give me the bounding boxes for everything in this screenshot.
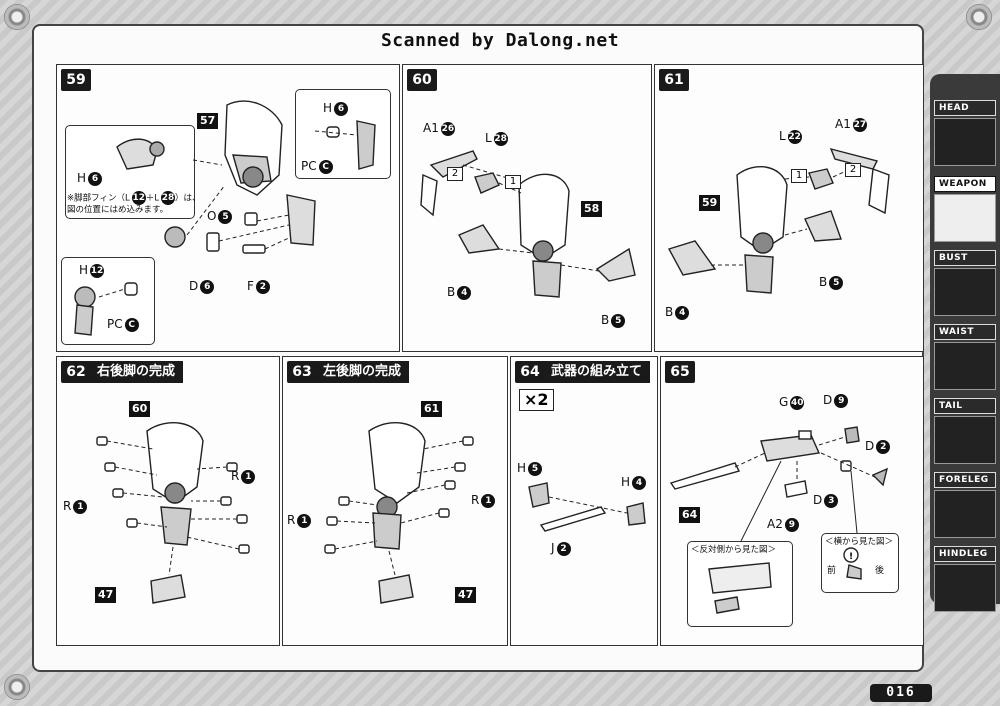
- tab-label: HEAD: [934, 100, 996, 116]
- bust-thumbnail-icon: [934, 268, 996, 316]
- part-ref-47: 47: [95, 587, 117, 603]
- part-ref-64: 64: [679, 507, 701, 523]
- sidebar-tab-tail[interactable]: TAIL: [934, 398, 996, 464]
- quantity-multiplier: ×2: [519, 389, 554, 411]
- step-60-parts-drawing: [420, 150, 636, 298]
- part-ref-58: 58: [581, 201, 603, 217]
- corner-rivet-icon: [966, 4, 992, 30]
- order-box-1: 1: [791, 169, 807, 183]
- tab-label: WAIST: [934, 324, 996, 340]
- side-view-caption: ＜横から見た図＞: [825, 537, 894, 547]
- back-label: 後: [875, 566, 885, 576]
- section-sidebar: HEAD WEAPON BUST WAIST TAIL FORELEG HIND…: [930, 74, 1000, 612]
- step-title: 武器の組み立て: [543, 361, 651, 383]
- step-62-parts-drawing: [96, 422, 250, 604]
- sidebar-tab-hindleg[interactable]: HINDLEG: [934, 546, 996, 612]
- corner-rivet-icon: [4, 4, 30, 30]
- step-number: 65: [665, 361, 695, 383]
- part-ref-47: 47: [455, 587, 477, 603]
- front-label: 前: [827, 566, 837, 576]
- scan-watermark: Scanned by Dalong.net: [380, 30, 620, 51]
- part-ref-61: 61: [421, 401, 443, 417]
- page-number: 016: [870, 684, 932, 702]
- tab-label: HINDLEG: [934, 546, 996, 562]
- side-view-inset: [821, 533, 899, 593]
- order-box-2: 2: [845, 163, 861, 177]
- sidebar-tab-foreleg[interactable]: FORELEG: [934, 472, 996, 538]
- part-ref-59: 59: [699, 195, 721, 211]
- sidebar-tab-bust[interactable]: BUST: [934, 250, 996, 316]
- part-ref-57: 57: [197, 113, 219, 129]
- sidebar-tab-head[interactable]: HEAD: [934, 100, 996, 166]
- svg-text:!: !: [849, 552, 853, 562]
- step-61-parts-drawing: [667, 147, 890, 294]
- head-thumbnail-icon: [934, 118, 996, 166]
- waist-thumbnail-icon: [934, 342, 996, 390]
- step-number: 59: [61, 69, 91, 91]
- step-59-parts-drawing: [74, 100, 376, 336]
- hindleg-thumbnail-icon: [934, 564, 996, 612]
- weapon-thumbnail-icon: [934, 194, 996, 242]
- step-number: 62: [61, 361, 91, 383]
- tab-label: TAIL: [934, 398, 996, 414]
- step-65-parts-drawing: !: [669, 426, 889, 614]
- sidebar-tab-waist[interactable]: WAIST: [934, 324, 996, 390]
- step-63-parts-drawing: [324, 422, 474, 604]
- order-box-2: 2: [447, 167, 463, 181]
- step-number: 61: [659, 69, 689, 91]
- order-box-1: 1: [505, 175, 521, 189]
- step-number: 63: [287, 361, 317, 383]
- part-ref-60: 60: [129, 401, 151, 417]
- step-64-parts-drawing: [528, 482, 646, 532]
- tab-label: BUST: [934, 250, 996, 266]
- sidebar-tab-weapon[interactable]: WEAPON: [934, 176, 996, 242]
- step-number: 64: [515, 361, 545, 383]
- opposite-view-caption: ＜反対側から見た図＞: [691, 545, 777, 555]
- step-title: 右後脚の完成: [89, 361, 184, 383]
- step-number: 60: [407, 69, 437, 91]
- tab-label: FORELEG: [934, 472, 996, 488]
- tail-thumbnail-icon: [934, 416, 996, 464]
- step-title: 左後脚の完成: [315, 361, 410, 383]
- foreleg-thumbnail-icon: [934, 490, 996, 538]
- tab-label: WEAPON: [934, 176, 996, 192]
- corner-rivet-icon: [4, 674, 30, 700]
